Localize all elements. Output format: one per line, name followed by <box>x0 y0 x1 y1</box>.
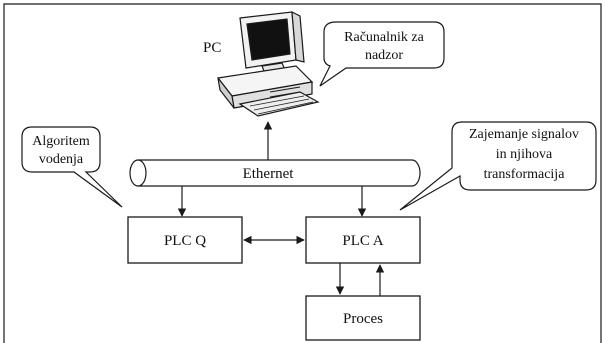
callout-monitoring: Računalnik za nadzor <box>319 21 445 87</box>
callout-algorithm: Algoritem vodenja <box>21 126 123 208</box>
block-plc-a: PLC A <box>305 216 421 264</box>
callout-algorithm-line-1: Algoritem <box>32 134 90 149</box>
process-label: Proces <box>343 311 383 327</box>
ethernet-label: Ethernet <box>243 166 295 182</box>
block-process: Proces <box>305 295 421 341</box>
callout-monitoring-line-1: Računalnik za <box>344 30 424 45</box>
pc-label: PC <box>203 40 221 56</box>
callout-signals-line-2: in njihova <box>496 147 553 162</box>
plc-q-label: PLC Q <box>164 233 206 249</box>
block-plc-q: PLC Q <box>127 216 243 264</box>
plc-a-label: PLC A <box>342 233 383 249</box>
ethernet-bus: Ethernet <box>129 159 421 187</box>
outer-frame <box>3 3 602 343</box>
callout-monitoring-line-2: nadzor <box>365 48 403 63</box>
callout-algorithm-line-2: vodenja <box>39 152 84 167</box>
pc-computer-icon <box>216 10 320 117</box>
callout-signals-line-1: Zajemanje signalov <box>469 127 579 142</box>
callout-signals-line-3: transformacija <box>484 167 566 182</box>
callout-signals: Zajemanje signalov in njihova transforma… <box>399 121 597 211</box>
